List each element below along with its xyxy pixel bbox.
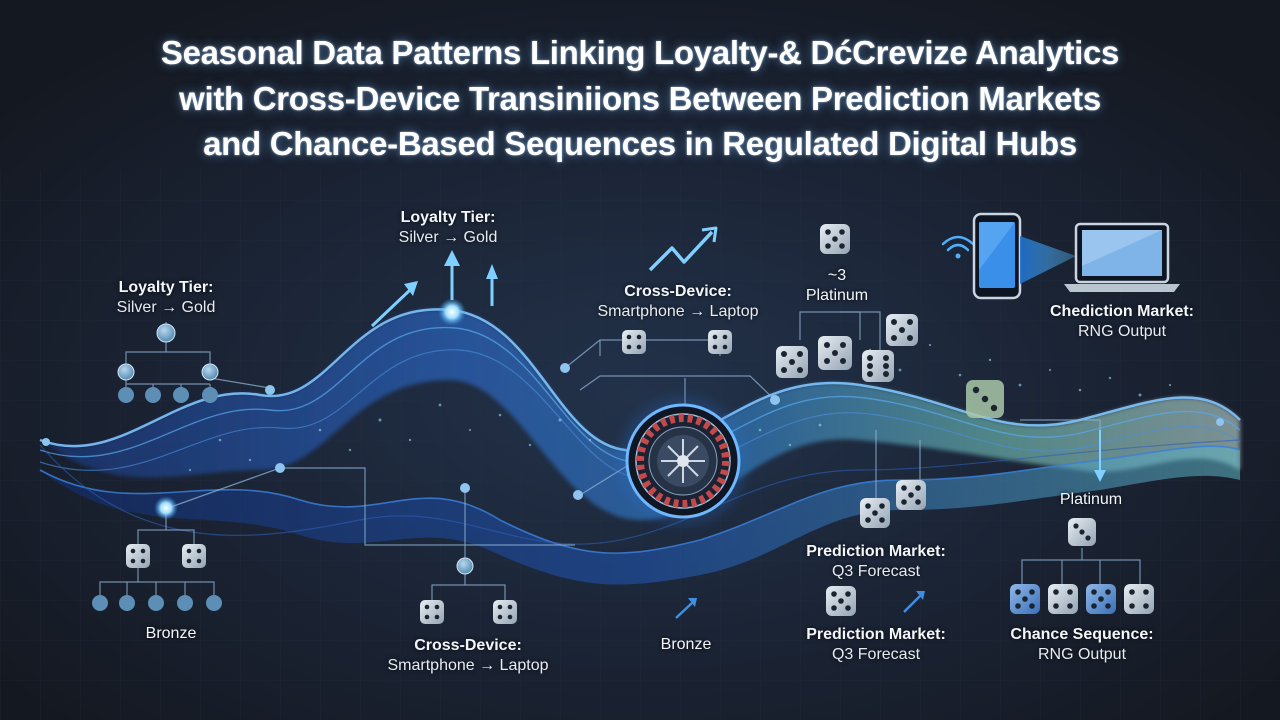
trend-arrow-icon: [648, 226, 718, 272]
cross-device-label-top: Cross-Device: Smartphone → Laptop: [580, 282, 776, 322]
dice-icon: [862, 350, 894, 382]
platinum-value: Platinum: [805, 287, 869, 304]
chance-sequence-heading: Chance Sequence:: [1010, 626, 1154, 643]
dice-icon: [886, 314, 918, 346]
dice-icon: [622, 330, 646, 354]
dice-icon: [420, 600, 444, 624]
dice-icon: [896, 480, 926, 510]
cross-device-heading: Cross-Device:: [624, 283, 732, 300]
chance-sequence-value: RNG Output: [1037, 646, 1127, 663]
loyalty-tier-heading: Loyalty Tier:: [400, 209, 496, 226]
title-line-1: Seasonal Data Patterns Linking Loyalty-&…: [160, 34, 1120, 71]
dice-icon: [1048, 584, 1078, 614]
cross-device-value: Smartphone → Laptop: [597, 303, 759, 320]
cross-device-label-bottom: Cross-Device: Smartphone → Laptop: [370, 636, 566, 676]
network-nodes: [42, 323, 1224, 611]
platinum-label-top: ~3 Platinum: [792, 266, 882, 306]
transfer-beam: [1020, 236, 1076, 284]
dice-icon: [1068, 518, 1096, 546]
smartphone-icon: [972, 212, 1022, 300]
dice-icon: [818, 336, 852, 370]
chance-sequence-label: Chance Sequence: RNG Output: [996, 625, 1168, 665]
roulette-wheel-icon: [619, 397, 747, 525]
loyalty-tier-label-left: Loyalty Tier: Silver → Gold: [96, 278, 236, 318]
prediction-market-label-1: Prediction Market: Q3 Forecast: [790, 542, 962, 582]
dice-icon: [708, 330, 732, 354]
dice-icon: [820, 224, 850, 254]
laptop-icon: [1064, 222, 1180, 292]
loyalty-tier-value: Silver → Gold: [116, 299, 216, 316]
cross-device-value: Smartphone → Laptop: [387, 657, 549, 674]
prediction-value: Q3 Forecast: [831, 646, 921, 663]
bronze-label-left: Bronze: [145, 625, 197, 642]
dice-group-bottom-right: [826, 480, 1154, 616]
data-particles: [188, 343, 1172, 472]
chediction-value: RNG Output: [1077, 323, 1167, 340]
title-line-3: and Chance-Based Sequences in Regulated …: [203, 125, 1077, 162]
dice-group-left: [126, 330, 732, 624]
dice-icon: [1010, 584, 1040, 614]
prediction-value: Q3 Forecast: [831, 563, 921, 580]
cross-device-heading: Cross-Device:: [414, 637, 522, 654]
prediction-heading: Prediction Market:: [806, 626, 946, 643]
prediction-heading: Prediction Market:: [806, 543, 946, 560]
bronze-label-mid: Bronze: [660, 636, 712, 653]
prediction-market-label-2: Prediction Market: Q3 Forecast: [790, 625, 962, 665]
trend-arrow-icon: [675, 591, 925, 619]
platinum-label-right: Platinum: [1059, 491, 1123, 508]
dice-icon: [776, 346, 808, 378]
dice-icon: [1086, 584, 1116, 614]
chediction-heading: Chediction Market:: [1049, 303, 1194, 320]
dice-icon: [182, 544, 206, 568]
chediction-market-label: Chediction Market: RNG Output: [1030, 302, 1214, 342]
dice-icon: [126, 544, 150, 568]
dice-icon: [493, 600, 517, 624]
glow-points: [154, 298, 466, 520]
dice-icon: [1124, 584, 1154, 614]
dice-group-top: [776, 224, 1004, 418]
up-arrow-icon: [370, 250, 498, 328]
loyalty-tier-value: Silver → Gold: [398, 229, 498, 246]
wifi-icon: [941, 235, 975, 259]
loyalty-tier-label-top: Loyalty Tier: Silver → Gold: [378, 208, 518, 248]
platinum-count: ~3: [827, 267, 847, 284]
title-line-2: with Cross-Device Transiniions Between P…: [179, 80, 1101, 117]
dice-icon: [826, 586, 856, 616]
dice-icon: [860, 498, 890, 528]
down-arrow-icon: [1094, 430, 1106, 482]
loyalty-tier-heading: Loyalty Tier:: [118, 279, 214, 296]
dice-icon: [966, 380, 1004, 418]
